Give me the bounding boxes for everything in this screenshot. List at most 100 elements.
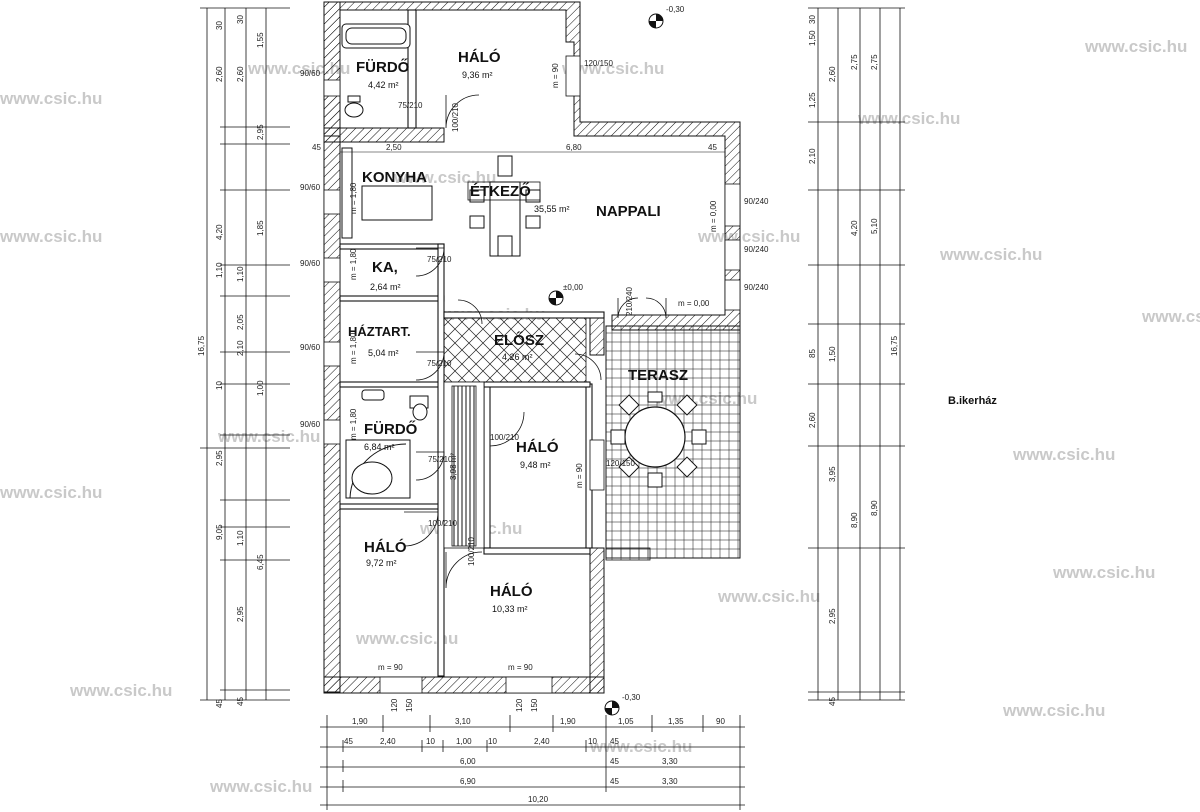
room-area: 5,04 m² — [368, 348, 399, 358]
watermark: www.csic.hu — [0, 89, 102, 108]
building-label: B.ikerház — [948, 395, 997, 407]
watermark: www.csic.hu — [209, 777, 312, 796]
dim-left-seg: 30 — [236, 15, 245, 24]
dim-right-seg: 4,20 — [850, 220, 859, 236]
dim-bottom: 2,40 — [380, 737, 396, 746]
windows — [323, 55, 741, 694]
dim-left-seg: 2,60 — [215, 66, 224, 82]
sill-height: m = 0,00 — [709, 200, 718, 232]
dim-bottom: 120 — [515, 698, 524, 712]
room-area: 9,72 m² — [366, 558, 397, 568]
dim-right-seg: 2,95 — [828, 608, 837, 624]
sill-height: m = 90 — [508, 663, 533, 672]
dim-inner: 2,50 — [386, 143, 402, 152]
room-name: HÁLÓ — [458, 48, 501, 66]
dim-left-upper: 4,20 — [215, 224, 224, 240]
level-marker-icon — [604, 700, 620, 716]
room-name: HÁZTART. — [348, 324, 411, 339]
dim-bottom: 90 — [716, 717, 725, 726]
window-label: 90/60 — [300, 259, 321, 268]
room-name: KA, — [372, 259, 398, 276]
window-label: 90/60 — [300, 343, 321, 352]
window-label: 120/150 — [584, 59, 613, 68]
sill-height: m = 90 — [378, 663, 403, 672]
dim-right-seg: 45 — [828, 697, 837, 706]
door-label: 100/210 — [490, 433, 519, 442]
dim-right-seg: 85 — [808, 349, 817, 358]
dim-bottom: 45 — [610, 757, 619, 766]
interior-walls — [339, 9, 605, 677]
dim-inner: 45 — [708, 143, 717, 152]
door-label: 210/240 — [625, 287, 634, 316]
window-label: 90/240 — [744, 283, 769, 292]
room-name: TERASZ — [628, 367, 688, 384]
dim-bottom: 3,30 — [662, 757, 678, 766]
dim-bottom: 10 — [488, 737, 497, 746]
dim-bottom: 6,00 — [460, 757, 476, 766]
room-name: HÁLÓ — [364, 538, 407, 556]
room-labels: FÜRDŐ 4,42 m² HÁLÓ 9,36 m² KONYHA ÉTKEZŐ… — [348, 48, 688, 614]
dim-right-seg: 2,75 — [850, 54, 859, 70]
window-label: 90/240 — [744, 245, 769, 254]
window-label: 120/150 — [606, 459, 635, 468]
dim-left-total: 16,75 — [197, 335, 206, 356]
dim-left-seg: 2,95 — [256, 124, 265, 140]
dim-right-seg: 3,95 — [828, 466, 837, 482]
watermark: www.csic.hu — [717, 587, 820, 606]
door-label: 75/210 — [398, 101, 423, 110]
watermark: www.csic.hu — [1141, 307, 1200, 326]
dim-bottom: 1,35 — [668, 717, 684, 726]
dim-left-lower: 9,05 — [215, 524, 224, 540]
terrace — [605, 325, 741, 561]
left-dimension-chains — [200, 7, 290, 701]
dim-inner: 45 — [312, 143, 321, 152]
watermark: www.csic.hu — [0, 227, 102, 246]
level-value: ±0,00 — [563, 283, 584, 292]
dim-left-seg: 45 — [236, 697, 245, 706]
dim-right-seg: 2,60 — [808, 412, 817, 428]
dim-right-upper: 5,10 — [870, 218, 879, 234]
door-label: 100/210 — [451, 103, 460, 132]
room-area: 35,55 m² — [534, 204, 570, 214]
dim-left-bottom: 45 — [215, 699, 224, 708]
dim-left-mid: 2,05 — [236, 314, 245, 330]
window-label: 90/240 — [744, 197, 769, 206]
watermark: www.csic.hu — [697, 227, 800, 246]
window-label: 90/60 — [300, 420, 321, 429]
room-area: 6,84 m² — [364, 442, 395, 452]
room-area: 10,33 m² — [492, 604, 528, 614]
dim-bottom: 150 — [530, 698, 539, 712]
dim-bottom: 1,05 — [618, 717, 634, 726]
room-name: ELŐSZ — [494, 331, 544, 349]
dim-left-seg: 1,85 — [256, 220, 265, 236]
dim-left-seg: 1,10 — [236, 266, 245, 282]
sill-height: m = 1,80 — [349, 408, 358, 440]
dim-bottom: 45 — [344, 737, 353, 746]
door-swings — [403, 94, 667, 589]
hallway-floor — [443, 317, 587, 549]
door-label: 75/210 — [427, 359, 452, 368]
dim-right-seg: 30 — [808, 15, 817, 24]
dim-left-mid2: 1,10 — [215, 262, 224, 278]
dim-right-seg: 1,50 — [808, 30, 817, 46]
dim-bottom: 45 — [610, 737, 619, 746]
sill-height: m = 90 — [575, 463, 584, 488]
room-name: FÜRDŐ — [356, 58, 410, 76]
room-name: FÜRDŐ — [364, 420, 418, 438]
dim-right-total: 16,75 — [890, 335, 899, 356]
dim-left-seg: 2,60 — [236, 66, 245, 82]
opening-labels: 90/60 90/60 90/60 90/60 90/60 120/150 12… — [300, 59, 769, 566]
dim-bottom: 120 — [390, 698, 399, 712]
right-dimension-labels: 16,75 5,10 8,90 2,75 2,75 4,20 8,90 1,50… — [808, 15, 899, 706]
dim-left-seg: 2,95 — [236, 606, 245, 622]
sill-height: m = 1,80 — [349, 332, 358, 364]
watermark: www.csic.hu — [1084, 37, 1187, 56]
dim-bottom: 10 — [588, 737, 597, 746]
dim-bottom: 150 — [405, 698, 414, 712]
sill-height: m = 1,80 — [349, 182, 358, 214]
room-area: 3,98 m² — [449, 453, 458, 480]
window-label: 90/60 — [300, 183, 321, 192]
dim-left-lower2: 6,45 — [256, 554, 265, 570]
watermark: www.csic.hu — [589, 737, 692, 756]
dim-bottom: 1,00 — [456, 737, 472, 746]
